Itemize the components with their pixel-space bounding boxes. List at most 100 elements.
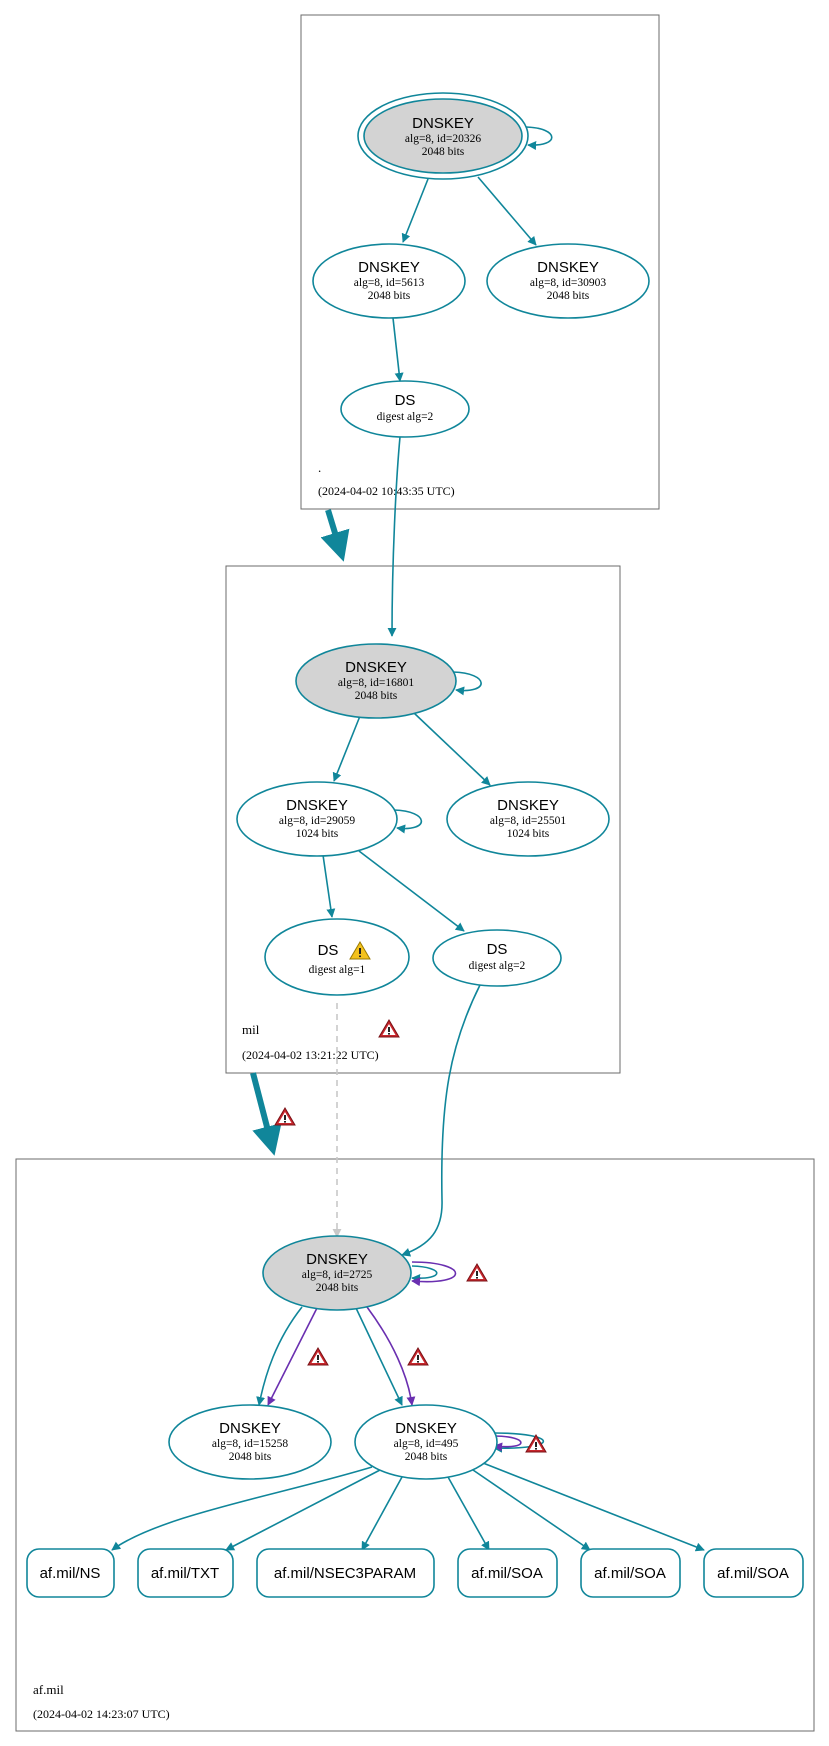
zone-mil-box (225, 565, 621, 1074)
record-label: af.mil/SOA (717, 1565, 789, 1582)
node-mil-ds-alg2[interactable]: DS digest alg=2 (432, 929, 562, 987)
afzsk2-self-warning-icon (525, 1434, 547, 1453)
record-af-mil-nsec3param[interactable]: af.mil/NSEC3PARAM (256, 1548, 435, 1598)
record-af-mil-soa-3[interactable]: af.mil/SOA (703, 1548, 804, 1598)
edge-afzsk2-rec-soa2 (472, 1469, 591, 1551)
node-detail: alg=8, id=29059 (279, 815, 355, 827)
node-bits: 2048 bits (547, 290, 590, 302)
node-mil-zsk-29059[interactable]: DNSKEY alg=8, id=29059 1024 bits (236, 781, 398, 857)
node-detail: alg=8, id=20326 (405, 133, 481, 145)
node-mil-ksk[interactable]: DNSKEY alg=8, id=16801 2048 bits (295, 643, 457, 719)
node-bits: 2048 bits (405, 1451, 448, 1463)
node-title: DNSKEY (497, 797, 559, 814)
node-root-zsk-30903[interactable]: DNSKEY alg=8, id=30903 2048 bits (486, 243, 650, 319)
node-root-ds[interactable]: DS digest alg=2 (340, 380, 470, 438)
node-title: DNSKEY (358, 259, 420, 276)
node-detail: alg=8, id=30903 (530, 277, 606, 289)
node-detail: digest alg=1 (309, 964, 366, 976)
record-label: af.mil/TXT (151, 1565, 219, 1582)
delegation-warning-icon (274, 1107, 296, 1126)
record-af-mil-soa-2[interactable]: af.mil/SOA (580, 1548, 681, 1598)
node-bits: 2048 bits (368, 290, 411, 302)
node-root-zsk-5613[interactable]: DNSKEY alg=8, id=5613 2048 bits (312, 243, 466, 319)
zone-root-name: . (318, 460, 321, 475)
zone-afmil-name: af.mil (33, 1682, 64, 1697)
node-detail: alg=8, id=2725 (302, 1269, 373, 1281)
afksk-self-warning-icon (466, 1263, 488, 1282)
node-mil-ds-alg1[interactable]: DS digest alg=1 (264, 918, 410, 996)
node-title: DNSKEY (412, 115, 474, 132)
edge-milksk-milzsk1 (332, 715, 361, 782)
node-af-zsk-495[interactable]: DNSKEY alg=8, id=495 2048 bits (354, 1404, 498, 1480)
node-title: DS (487, 941, 508, 958)
edge-afzsk2-rec-soa3 (482, 1462, 705, 1552)
zone-root-box (300, 14, 660, 510)
record-af-mil-ns[interactable]: af.mil/NS (26, 1548, 115, 1598)
edge-rootksk-self (525, 126, 553, 150)
edge-milksk-milzsk2 (413, 712, 491, 786)
node-title: DNSKEY (219, 1420, 281, 1437)
node-title: DS (318, 942, 339, 959)
delegation-arrow-mil-to-afmil (250, 1072, 282, 1156)
record-label: af.mil/SOA (471, 1565, 543, 1582)
edge-rootksk-rootzsk2 (477, 176, 537, 246)
node-detail: alg=8, id=16801 (338, 677, 414, 689)
node-af-zsk-15258[interactable]: DNSKEY alg=8, id=15258 2048 bits (168, 1404, 332, 1480)
node-detail: alg=8, id=25501 (490, 815, 566, 827)
edge-afksk-afzsk1-purple (267, 1307, 318, 1406)
edge-afksk-afzsk1-teal (256, 1306, 303, 1406)
zone-afmil-box (15, 1158, 815, 1732)
delegation-arrow-root-to-mil (320, 509, 350, 562)
edge-milzsk1-milds2 (358, 850, 465, 932)
record-af-mil-txt[interactable]: af.mil/TXT (137, 1548, 234, 1598)
edge-milksk-self (452, 671, 482, 696)
node-detail: alg=8, id=5613 (354, 277, 425, 289)
zone-afmil-timestamp: (2024-04-02 14:23:07 UTC) (33, 1707, 170, 1721)
node-mil-zsk-25501[interactable]: DNSKEY alg=8, id=25501 1024 bits (446, 781, 610, 857)
edge-afzsk2-self-purple (492, 1435, 522, 1452)
edge-afzsk2-rec-soa1 (447, 1476, 490, 1551)
edge-afzsk2-rec-nsec3param (361, 1476, 403, 1551)
edge-afksk-self-teal (411, 1265, 438, 1283)
afksk-afzsk1-warning-icon (307, 1347, 329, 1366)
node-bits: 2048 bits (355, 690, 398, 702)
node-title: DNSKEY (286, 797, 348, 814)
edge-afzsk2-self-teal (492, 1432, 544, 1453)
zone-root-timestamp: (2024-04-02 10:43:35 UTC) (318, 484, 455, 498)
node-bits: 2048 bits (316, 1282, 359, 1294)
node-bits: 1024 bits (507, 828, 550, 840)
record-label: af.mil/SOA (594, 1565, 666, 1582)
node-title: DNSKEY (395, 1420, 457, 1437)
node-af-ksk[interactable]: DNSKEY alg=8, id=2725 2048 bits (262, 1235, 412, 1311)
node-root-ksk[interactable]: DNSKEY alg=8, id=20326 2048 bits (357, 92, 529, 180)
node-detail: digest alg=2 (377, 411, 434, 423)
zone-mil-timestamp: (2024-04-02 13:21:22 UTC) (242, 1048, 379, 1062)
edge-milds2-afksk (401, 984, 481, 1257)
record-label: af.mil/NSEC3PARAM (274, 1565, 416, 1582)
node-title: DNSKEY (345, 659, 407, 676)
zone-mil-name: mil (242, 1022, 260, 1037)
edge-afksk-self-purple (411, 1261, 457, 1287)
node-bits: 1024 bits (296, 828, 339, 840)
edge-afzsk2-rec-txt (225, 1469, 381, 1551)
edge-milzsk1-milds1 (322, 854, 336, 918)
record-af-mil-soa-1[interactable]: af.mil/SOA (457, 1548, 558, 1598)
edge-milzsk1-self (393, 809, 423, 834)
edge-afksk-afzsk2-purple (366, 1306, 416, 1406)
edge-rootksk-rootzsk1 (401, 178, 429, 243)
edge-rootzsk1-rootds (392, 317, 404, 382)
node-bits: 2048 bits (229, 1451, 272, 1463)
edge-rootds-milksk (387, 436, 401, 637)
node-title: DNSKEY (537, 259, 599, 276)
node-title: DS (395, 392, 416, 409)
node-title: DNSKEY (306, 1251, 368, 1268)
zone-mil-warning-icon (378, 1019, 400, 1038)
record-label: af.mil/NS (40, 1565, 101, 1582)
node-bits: 2048 bits (422, 146, 465, 158)
afksk-afzsk2-warning-icon (407, 1347, 429, 1366)
node-detail: digest alg=2 (469, 960, 526, 972)
node-detail: alg=8, id=15258 (212, 1438, 288, 1450)
edge-afzsk2-rec-ns (111, 1466, 373, 1551)
node-detail: alg=8, id=495 (394, 1438, 459, 1450)
